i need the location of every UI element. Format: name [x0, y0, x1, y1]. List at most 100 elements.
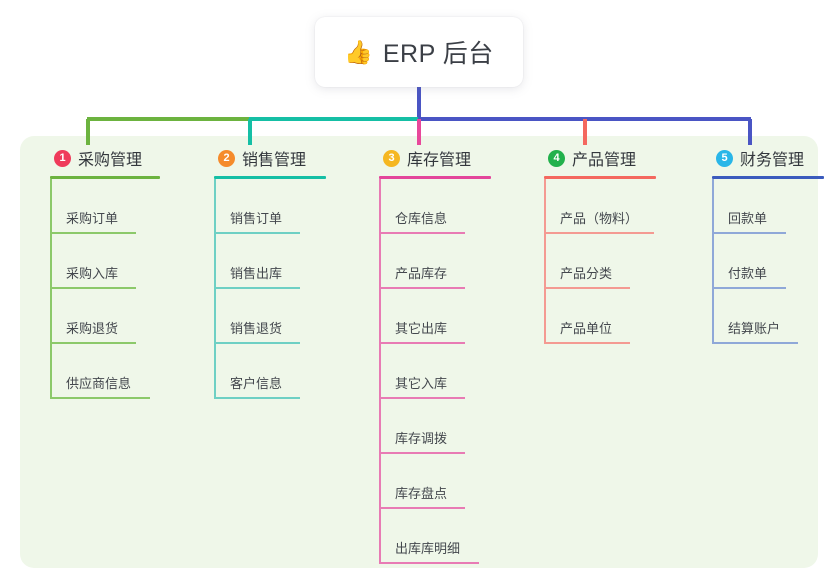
branch-item-underline: [214, 397, 300, 399]
branch-item[interactable]: 付款单: [698, 234, 824, 289]
branch-item[interactable]: 客户信息: [200, 344, 326, 399]
branch-item-underline: [544, 232, 654, 234]
branch-underline-4: [544, 176, 656, 179]
branch-item-underline: [712, 287, 786, 289]
branch-title-2: 销售管理: [242, 152, 307, 169]
branch-item-underline: [214, 232, 300, 234]
branch-item-label: 产品单位: [560, 321, 613, 336]
branch-item-label: 结算账户: [728, 321, 781, 336]
branch-underline-2: [214, 176, 326, 179]
branch-item-label: 采购退货: [66, 321, 119, 336]
branch-item[interactable]: 其它入库: [365, 344, 491, 399]
branch-item-label: 库存盘点: [395, 486, 448, 501]
branch-column-2: 2 销售管理销售订单销售出库销售退货客户信息: [200, 145, 326, 399]
branch-column-1: 1 采购管理采购订单采购入库采购退货供应商信息: [36, 145, 160, 399]
branch-item-underline: [544, 342, 630, 344]
branch-item-label: 库存调拨: [395, 431, 448, 446]
branch-item[interactable]: 采购订单: [36, 179, 160, 234]
branch-item-underline: [379, 342, 465, 344]
branch-item-underline: [379, 507, 465, 509]
branch-item[interactable]: 回款单: [698, 179, 824, 234]
branch-spine-1: [50, 179, 52, 399]
branch-item-label: 采购入库: [66, 266, 119, 281]
branch-item-label: 产品（物料）: [560, 211, 639, 226]
branch-spine-2: [214, 179, 216, 399]
branch-item-label: 其它入库: [395, 376, 448, 391]
root-node-content: 👍 ERP 后台: [344, 34, 494, 70]
branch-item-underline: [379, 397, 465, 399]
branch-underline-1: [50, 176, 160, 179]
branch-item-label: 销售订单: [230, 211, 283, 226]
branch-item-underline: [379, 562, 479, 564]
branch-item-label: 销售退货: [230, 321, 283, 336]
branch-item-label: 供应商信息: [66, 376, 132, 391]
branch-header-5[interactable]: 5 财务管理: [698, 145, 824, 171]
branch-item[interactable]: 采购入库: [36, 234, 160, 289]
branch-item-underline: [50, 287, 136, 289]
branch-items-2: 销售订单销售出库销售退货客户信息: [200, 179, 326, 399]
thumbs-up-icon: 👍: [344, 38, 373, 65]
branch-item-underline: [544, 287, 630, 289]
content-panel: [20, 136, 818, 568]
root-node-title: ERP 后台: [382, 40, 494, 68]
branch-spine-4: [544, 179, 546, 344]
branch-item-underline: [379, 287, 465, 289]
branch-item-underline: [214, 287, 300, 289]
branch-item[interactable]: 结算账户: [698, 289, 824, 344]
branch-item[interactable]: 采购退货: [36, 289, 160, 344]
branch-item[interactable]: 仓库信息: [365, 179, 491, 234]
branch-items-1: 采购订单采购入库采购退货供应商信息: [36, 179, 160, 399]
branch-badge-2: 2: [218, 149, 235, 167]
branch-header-1[interactable]: 1 采购管理: [36, 145, 160, 171]
branch-item[interactable]: 产品（物料）: [530, 179, 656, 234]
branch-item-label: 回款单: [728, 211, 768, 226]
branch-item-underline: [50, 232, 136, 234]
branch-item[interactable]: 销售出库: [200, 234, 326, 289]
branch-item[interactable]: 其它出库: [365, 289, 491, 344]
branch-spine-5: [712, 179, 714, 344]
branch-item-underline: [379, 232, 465, 234]
branch-item-label: 销售出库: [230, 266, 283, 281]
branch-column-5: 5 财务管理回款单付款单结算账户: [698, 145, 824, 344]
branch-item-label: 客户信息: [230, 376, 283, 391]
branch-item[interactable]: 销售退货: [200, 289, 326, 344]
branch-item[interactable]: 库存调拨: [365, 399, 491, 454]
branch-title-1: 采购管理: [78, 152, 143, 169]
branch-item-underline: [712, 232, 786, 234]
branch-items-3: 仓库信息产品库存其它出库其它入库库存调拨库存盘点出库库明细: [365, 179, 491, 564]
branch-item[interactable]: 销售订单: [200, 179, 326, 234]
branch-badge-4: 4: [548, 149, 565, 167]
branch-items-5: 回款单付款单结算账户: [698, 179, 824, 344]
branch-underline-3: [379, 176, 491, 179]
branch-item[interactable]: 供应商信息: [36, 344, 160, 399]
branch-title-5: 财务管理: [740, 152, 805, 169]
branch-item-underline: [712, 342, 798, 344]
branch-item[interactable]: 产品单位: [530, 289, 656, 344]
branch-item-underline: [214, 342, 300, 344]
branch-item[interactable]: 出库库明细: [365, 509, 491, 564]
branch-item-label: 产品库存: [395, 266, 448, 281]
root-node-card[interactable]: 👍 ERP 后台: [315, 17, 523, 87]
branch-header-2[interactable]: 2 销售管理: [200, 145, 326, 171]
branch-title-4: 产品管理: [572, 152, 637, 169]
branch-item[interactable]: 产品分类: [530, 234, 656, 289]
branch-column-4: 4 产品管理产品（物料） 产品分类产品单位: [530, 145, 656, 344]
branch-item-label: 产品分类: [560, 266, 613, 281]
branch-badge-5: 5: [716, 149, 733, 167]
branch-header-4[interactable]: 4 产品管理: [530, 145, 656, 171]
branch-item-underline: [379, 452, 465, 454]
branch-badge-1: 1: [54, 149, 71, 167]
branch-item[interactable]: 产品库存: [365, 234, 491, 289]
branch-item-label: 采购订单: [66, 211, 119, 226]
branch-title-3: 库存管理: [407, 152, 472, 169]
branch-item-label: 仓库信息: [395, 211, 448, 226]
branch-item-underline: [50, 342, 136, 344]
branch-items-4: 产品（物料） 产品分类产品单位: [530, 179, 656, 344]
branch-item[interactable]: 库存盘点: [365, 454, 491, 509]
branch-item-label: 出库库明细: [395, 541, 461, 556]
branch-underline-5: [712, 176, 824, 179]
